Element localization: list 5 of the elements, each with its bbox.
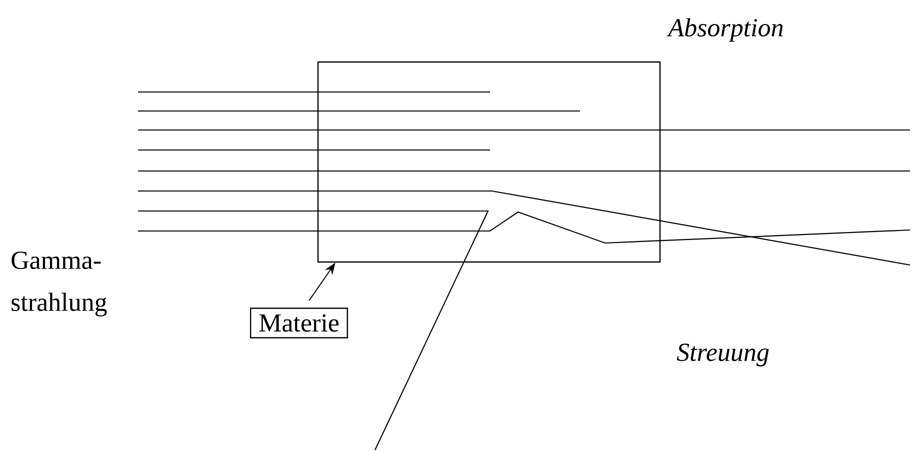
matter-block xyxy=(317,61,661,263)
caption-text: Absorption xyxy=(666,18,783,42)
label-box: Materie xyxy=(250,308,348,338)
caption-text: Gamma- strahlung xyxy=(12,252,107,316)
caption-text: Streuung xyxy=(676,344,769,366)
